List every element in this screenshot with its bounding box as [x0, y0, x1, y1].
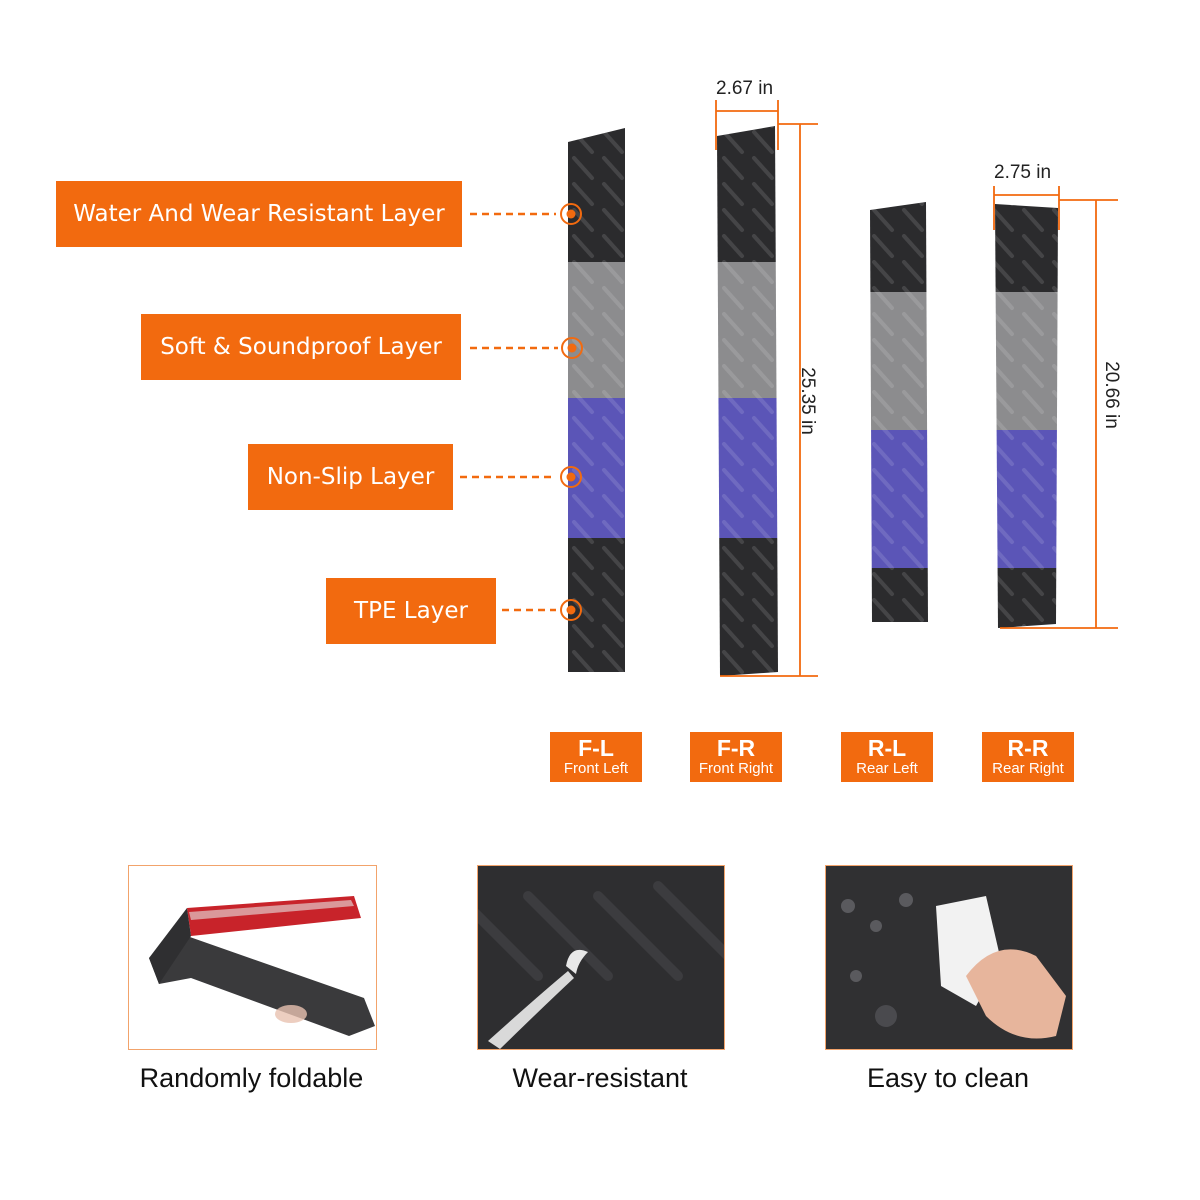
wipe-clean-icon [826, 866, 1072, 1049]
dimension-lines [715, 100, 1118, 677]
badge-code: F-L [578, 735, 614, 761]
feature-caption-easy-clean: Easy to clean [866, 1063, 1030, 1093]
badge-full: Rear Right [992, 760, 1064, 777]
badge-full: Rear Left [856, 760, 918, 777]
rear-length-dimension: 20.66 in [1101, 361, 1122, 429]
layer-label-soft-soundproof: Soft & Soundproof Layer [141, 314, 461, 380]
badge-code: F-R [716, 735, 756, 761]
front-length-dimension: 25.35 in [797, 367, 818, 435]
badge-code: R-L [867, 735, 907, 761]
folded-strip-icon [149, 896, 375, 1036]
leader-lines [460, 203, 583, 621]
feature-foldable-image [128, 865, 377, 1050]
feature-caption-foldable: Randomly foldable [139, 1063, 364, 1093]
badge-code: R-R [1007, 735, 1049, 761]
badge-full: Front Right [698, 760, 774, 777]
feature-caption-wear-resistant: Wear-resistant [512, 1063, 688, 1093]
layer-label-water-wear: Water And Wear Resistant Layer [56, 181, 462, 247]
badge-front-right: F-R Front Right [690, 732, 782, 782]
scratch-test-icon [478, 866, 724, 1049]
feature-easy-clean-image [825, 865, 1073, 1050]
strip-front-right [717, 126, 778, 676]
layer-label-tpe: TPE Layer [326, 578, 496, 644]
strip-rear-right [995, 204, 1058, 628]
front-width-dimension: 2.67 in [716, 78, 774, 99]
badge-full: Front Left [563, 760, 629, 777]
badge-rear-right: R-R Rear Right [982, 732, 1074, 782]
strip-rear-left [870, 202, 928, 622]
layer-label-non-slip: Non-Slip Layer [248, 444, 453, 510]
badge-rear-left: R-L Rear Left [841, 732, 933, 782]
strip-front-left [568, 128, 625, 672]
rear-width-dimension: 2.75 in [994, 162, 1052, 183]
feature-wear-resistant-image [477, 865, 725, 1050]
badge-front-left: F-L Front Left [550, 732, 642, 782]
